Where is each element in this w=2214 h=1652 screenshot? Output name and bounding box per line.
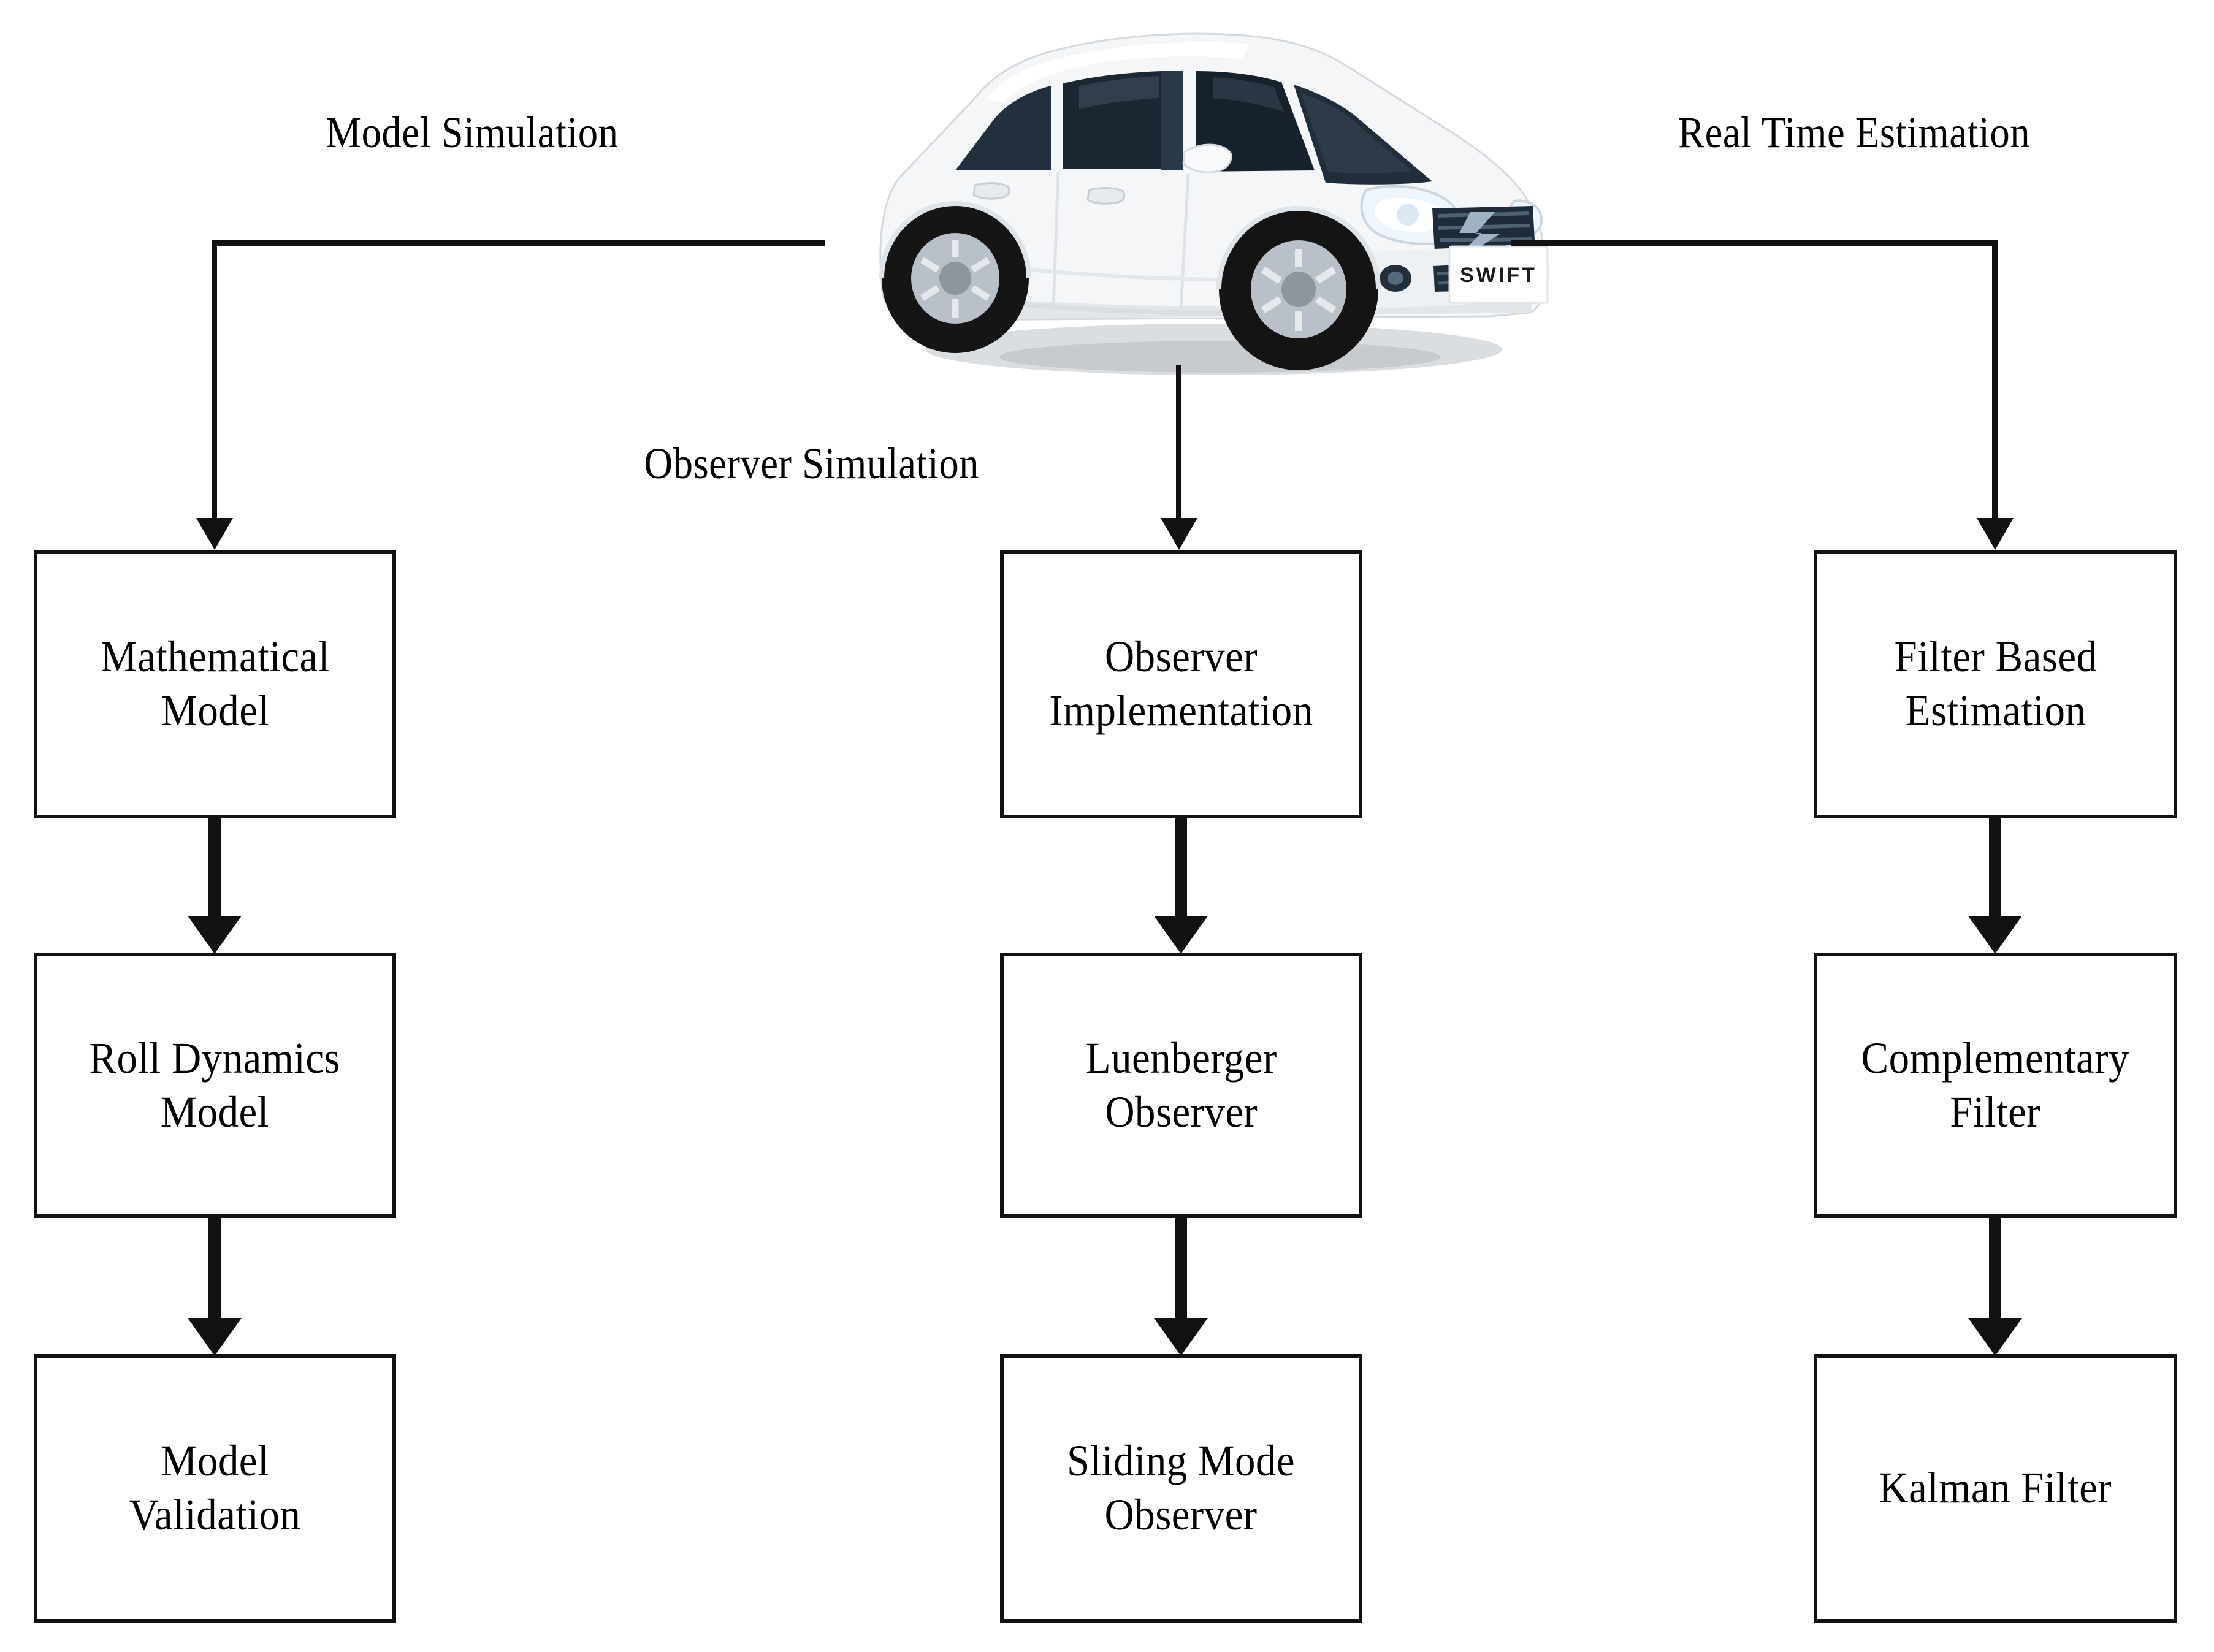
branch-label-observer-simulation: Observer Simulation [644, 439, 980, 488]
connector-c1-r2-to-r3 [208, 1218, 221, 1322]
arrowhead-to-sliding-mode-observer [1154, 1318, 1208, 1356]
node-label: Kalman Filter [1879, 1463, 2112, 1513]
arrowhead-to-model-validation [188, 1318, 242, 1356]
node-label: Model Validation [129, 1436, 301, 1539]
connector-left-vertical [212, 240, 217, 522]
branch-label-real-time-estimation: Real Time Estimation [1678, 108, 2031, 157]
connector-right-vertical [1992, 240, 1998, 522]
arrowhead-to-mathematical-model [196, 518, 233, 550]
node-label: Observer Implementation [1049, 632, 1313, 735]
node-label: Roll Dynamics Model [89, 1033, 341, 1136]
node-roll-dynamics-model[interactable]: Roll Dynamics Model [34, 953, 396, 1218]
node-luenberger-observer[interactable]: Luenberger Observer [1000, 953, 1362, 1218]
arrowhead-to-filter-based-estimation [1977, 518, 2014, 550]
node-observer-implementation[interactable]: Observer Implementation [1000, 550, 1362, 818]
connector-right-horizontal [1511, 240, 1998, 246]
arrowhead-to-roll-dynamics-model [188, 916, 242, 954]
connector-c2-r1-to-r2 [1175, 818, 1187, 920]
car-badge-text: SWIFT [1460, 264, 1537, 287]
connector-left-horizontal [212, 240, 825, 246]
arrowhead-to-luenberger-observer [1154, 916, 1208, 954]
node-label: Complementary Filter [1861, 1033, 2130, 1136]
node-label: Sliding Mode Observer [1067, 1436, 1296, 1539]
node-label: Filter Based Estimation [1893, 632, 2098, 735]
connector-middle-vertical [1176, 365, 1181, 523]
node-label: Luenberger Observer [1085, 1033, 1277, 1136]
connector-c3-r1-to-r2 [1989, 818, 2001, 920]
node-model-validation[interactable]: Model Validation [34, 1354, 396, 1623]
branch-label-model-simulation: Model Simulation [326, 108, 619, 157]
node-label: Mathematical Model [100, 632, 330, 735]
node-sliding-mode-observer[interactable]: Sliding Mode Observer [1000, 1354, 1362, 1623]
rear-wheel [882, 204, 1029, 353]
vehicle-illustration: SWIFT [791, 6, 1600, 386]
connector-c3-r2-to-r3 [1989, 1218, 2001, 1322]
node-filter-based-estimation[interactable]: Filter Based Estimation [1814, 550, 2177, 818]
arrowhead-to-complementary-filter [1968, 916, 2022, 954]
connector-c2-r2-to-r3 [1175, 1218, 1187, 1322]
connector-c1-r1-to-r2 [208, 818, 221, 920]
arrowhead-to-observer-implementation [1161, 518, 1197, 550]
arrowhead-to-kalman-filter [1968, 1318, 2022, 1356]
front-wheel [1219, 208, 1378, 370]
node-kalman-filter[interactable]: Kalman Filter [1814, 1354, 2177, 1623]
node-mathematical-model[interactable]: Mathematical Model [34, 550, 396, 818]
node-complementary-filter[interactable]: Complementary Filter [1814, 953, 2177, 1218]
